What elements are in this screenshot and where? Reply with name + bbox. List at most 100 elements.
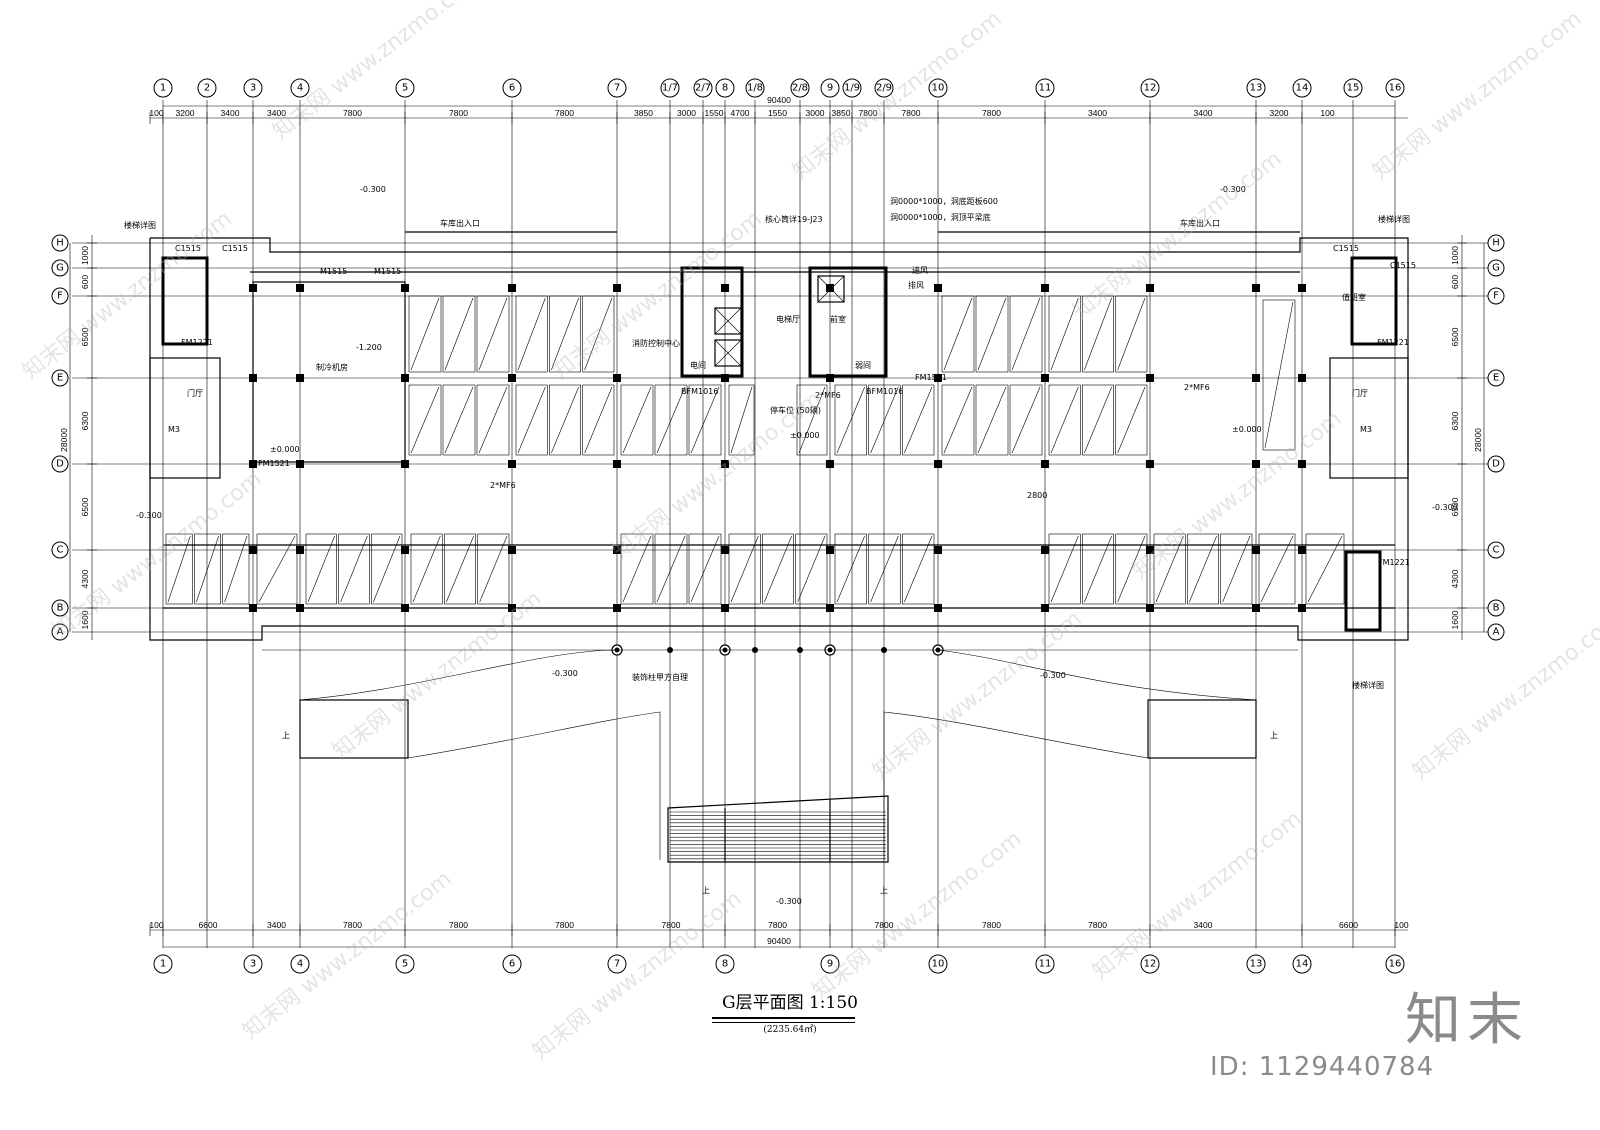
stall-box (1048, 384, 1081, 456)
stall-hatch (584, 386, 613, 454)
stall-box (410, 533, 443, 605)
axis-bubble-text: 10 (932, 83, 945, 94)
row-c-c-stall (305, 533, 337, 605)
left-dim-text: 6300 (80, 411, 90, 430)
row-e-f-stall (868, 384, 901, 456)
top-dim-text: 1550 (768, 108, 787, 118)
row-e-h-stall (1115, 384, 1148, 456)
stall-box (549, 295, 581, 373)
axis-bubble-text: 3 (250, 83, 256, 94)
stall-box (688, 384, 722, 456)
row-bubble-right-F: F (1487, 287, 1505, 305)
row-c-d-stall (410, 533, 443, 605)
stall-hatch (622, 535, 652, 603)
stall-hatch (1084, 535, 1112, 603)
stall-box (442, 295, 476, 373)
column (1298, 604, 1306, 612)
axis-bubble-circle (693, 78, 713, 98)
stall-hatch (258, 535, 296, 603)
top-dim-text: 7800 (982, 108, 1001, 118)
stall-hatch (224, 535, 248, 603)
stall-box (654, 533, 688, 605)
axis-bubble-bottom-8: 8 (715, 954, 735, 974)
stall-box (728, 533, 761, 605)
room-labels: 车库出入口 车库出入口 制冷机房 消防控制中心 电梯厅 停车位 (50辆) 门厅… (124, 185, 1458, 906)
column (1298, 374, 1306, 382)
axis-bubble-text: 2/8 (792, 83, 808, 94)
column (934, 374, 942, 382)
axis-bubble-circle (790, 78, 810, 98)
bottom-dim-text: 7800 (875, 920, 894, 930)
axis-bubble-text: 1/7 (662, 83, 678, 94)
column (826, 604, 834, 612)
axis-bubble-circle (1140, 954, 1160, 974)
stall-hatch (444, 386, 474, 454)
bottom-dim-text: 7800 (343, 920, 362, 930)
top-dim-text: 100 (1320, 108, 1334, 118)
garage-entrance-right-label: 车库出入口 (1180, 218, 1220, 228)
axis-bubble-text: 7 (614, 959, 620, 970)
column (1252, 284, 1260, 292)
row-c-d-stall (477, 533, 510, 605)
axis-bubble-top-13: 13 (1246, 78, 1266, 98)
stall-box (654, 384, 688, 456)
stall-hatch (656, 535, 686, 603)
stall-box (371, 533, 403, 605)
axis-bubble-bottom-16: 16 (1385, 954, 1405, 974)
stall-hatch (1011, 386, 1041, 454)
hole-note-1: 洞0000*1000，洞底距板600 (890, 196, 998, 206)
column (401, 546, 409, 554)
stair-detail-right: 楼梯详图 (1378, 214, 1410, 224)
row-bubble-text: H (56, 238, 64, 249)
mf6-label-1: 2*MF6 (490, 481, 516, 490)
watermark-text: 知末网 www.znzmo.com (1368, 7, 1586, 185)
row-c-f-stall (728, 533, 761, 605)
top-dim-text: 3850 (832, 108, 851, 118)
bottom-dim-text: 100 (1394, 920, 1408, 930)
stall-hatch (977, 386, 1007, 454)
stall-hatch (730, 535, 759, 603)
elev-plus-core: ±0.000 (790, 431, 820, 440)
drawing-title: G层平面图 1:150 (722, 993, 858, 1013)
bottom-dim-text: 7800 (982, 920, 1001, 930)
stair-up-left: 上 (702, 886, 710, 895)
row-f-right-stall (975, 295, 1009, 373)
row-f-left-stall (408, 295, 442, 373)
row-c-g-stall (902, 533, 935, 605)
column (1252, 374, 1260, 382)
axis-bubble-circle (290, 954, 310, 974)
row-c-i-stall (1153, 533, 1186, 605)
row-bubble-circle (1487, 599, 1505, 617)
row-bubble-circle (51, 259, 69, 277)
column (249, 546, 257, 554)
door-fm1521-left: FM1521 (258, 459, 290, 468)
row-f-left-stall (442, 295, 476, 373)
row-bubble-right-G: G (1487, 259, 1505, 277)
elevator-cross (714, 339, 742, 367)
stall-box (1048, 533, 1081, 605)
stall-box (1082, 533, 1114, 605)
stall-hatch (517, 297, 546, 371)
column (613, 604, 621, 612)
axis-bubble-top-2/7: 2/7 (693, 78, 713, 98)
axis-bubble-circle (715, 954, 735, 974)
row-bubble-left-G: G (51, 259, 69, 277)
row-bubble-left-A: A (51, 623, 69, 641)
row-c-e-stall (620, 533, 654, 605)
right-dim-text: 600 (1450, 275, 1460, 289)
bottom-dim-text: 100 (149, 920, 163, 930)
stall-hatch (479, 535, 508, 603)
row-c-h-stall (1082, 533, 1114, 605)
stall-hatch (656, 386, 686, 454)
stall-box (1082, 384, 1114, 456)
column (826, 546, 834, 554)
row-bubble-circle (1487, 369, 1505, 387)
row-e-d-stall (728, 384, 755, 456)
ramp-curve-right-2 (883, 711, 1149, 860)
axis-bubble-circle (607, 954, 627, 974)
stall-box (728, 384, 755, 456)
stall-box (338, 533, 370, 605)
axis-bubble-text: 4 (297, 83, 303, 94)
row-c-k-stall (1305, 533, 1345, 605)
